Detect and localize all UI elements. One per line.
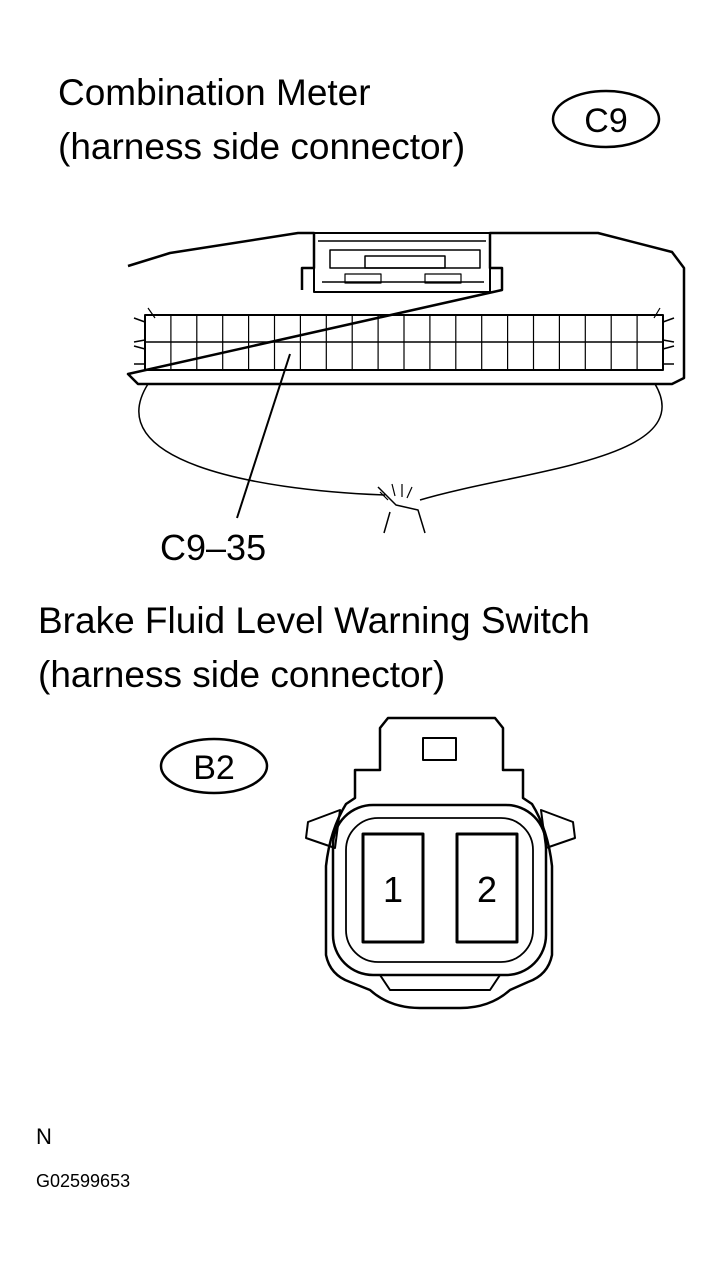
b2-title-line2: (harness side connector) bbox=[38, 654, 446, 695]
c9-connector bbox=[126, 231, 686, 534]
c9-35-callout-label: C9–35 bbox=[160, 527, 267, 568]
c9-title-line1: Combination Meter bbox=[58, 72, 371, 113]
c9-35-leader-line bbox=[236, 353, 291, 519]
c9-title-line2: (harness side connector) bbox=[58, 126, 466, 167]
orientation-mark: N bbox=[36, 1124, 52, 1149]
c9-badge-label: C9 bbox=[584, 102, 627, 140]
b2-pin-1-label: 1 bbox=[383, 869, 403, 910]
b2-pin-2-label: 2 bbox=[477, 869, 497, 910]
c9-pin-grid bbox=[170, 315, 638, 370]
b2-connector bbox=[305, 716, 576, 1010]
b2-badge: B2 bbox=[159, 737, 269, 795]
b2-title-line1: Brake Fluid Level Warning Switch bbox=[38, 600, 590, 641]
b2-badge-label: B2 bbox=[193, 749, 235, 787]
c9-badge: C9 bbox=[551, 89, 661, 149]
figure-id: G02599653 bbox=[36, 1171, 131, 1191]
